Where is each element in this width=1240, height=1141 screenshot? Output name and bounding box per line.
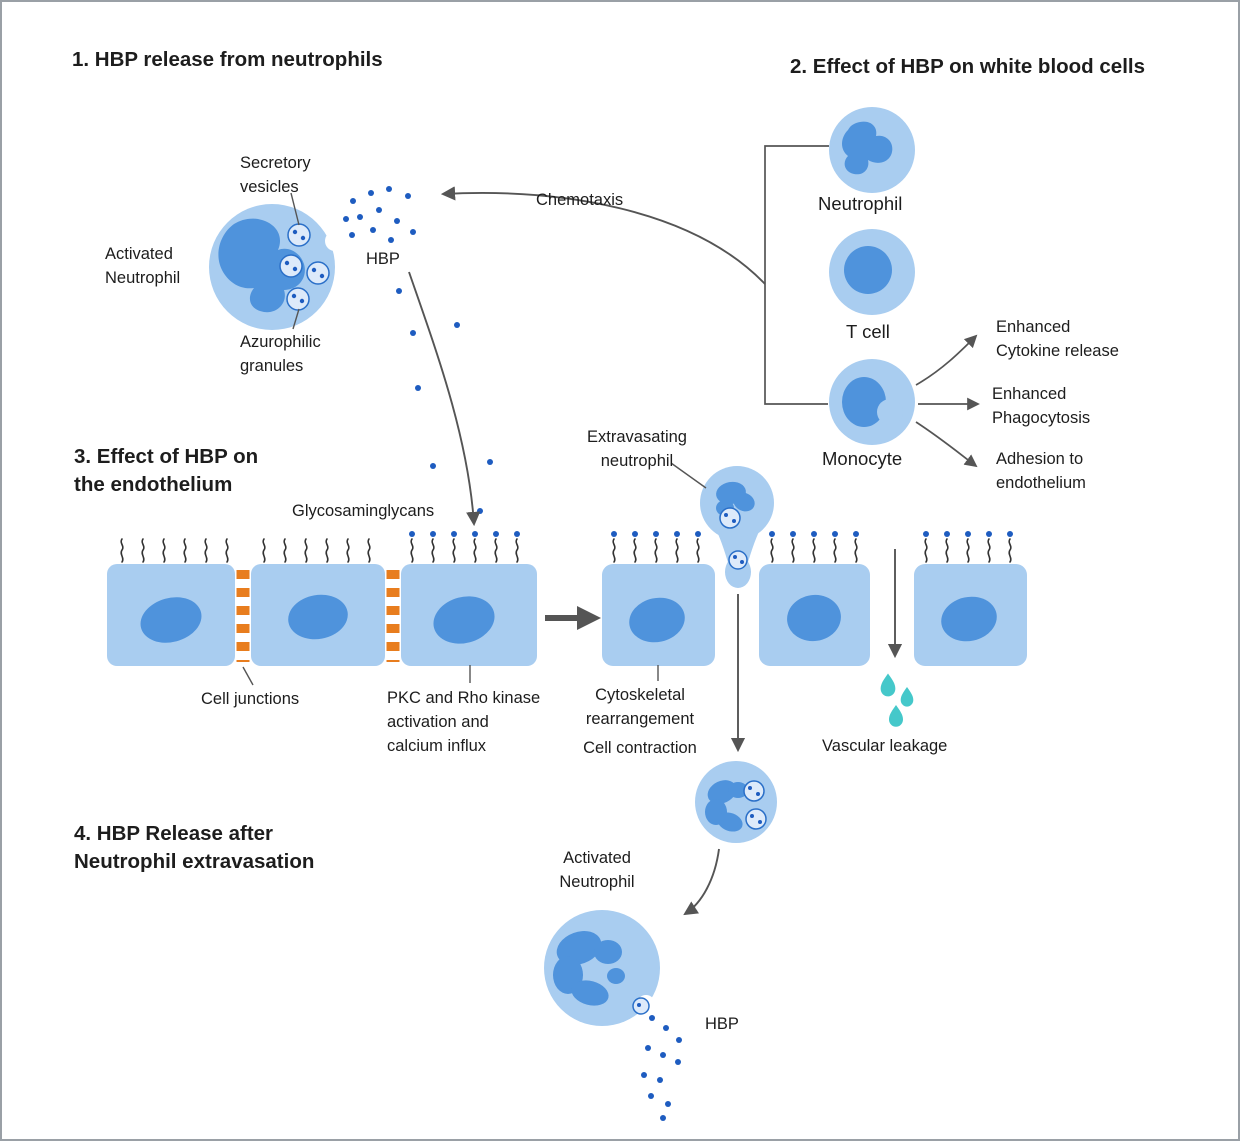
section4-extravasated-neutrophil xyxy=(695,761,777,843)
hbp-dots-bottom xyxy=(641,1015,682,1121)
label-adhesion-to-endothelium: Adhesion to endothelium xyxy=(996,450,1086,492)
label-secretory-vesicles: Secretory vesicles xyxy=(240,154,311,196)
hbp-bound-to-glycans xyxy=(409,531,1013,537)
label-extravasating-neutrophil: Extravasating neutrophil xyxy=(587,428,687,470)
monocyte-effect-arrows xyxy=(915,334,980,468)
label-activated-neutrophil-bottom: Activated Neutrophil xyxy=(559,849,635,891)
label-cytoskeletal-rearrangement: Cytoskeletal rearrangement xyxy=(585,686,695,728)
label-monocyte: Monocyte xyxy=(822,448,903,469)
glycans xyxy=(120,538,1012,563)
endothelium-right-group xyxy=(602,564,1027,666)
azurophilic-granule xyxy=(745,808,767,830)
endothelial-nucleus xyxy=(140,597,202,643)
vascular-leakage-droplets xyxy=(880,673,914,727)
endothelial-nucleus xyxy=(288,594,348,640)
droplet-icon xyxy=(889,705,903,727)
section4-title: 4. HBP Release after Neutrophil extravas… xyxy=(74,822,315,873)
section1-activated-neutrophil-cell xyxy=(209,204,345,330)
section3-title: 3. Effect of HBP on the endothelium xyxy=(74,445,259,496)
hbp-dots-released xyxy=(343,186,416,243)
label-activated-neutrophil-top: Activated Neutrophil xyxy=(105,245,181,287)
monocyte-cell xyxy=(829,359,915,445)
label-cell-contraction: Cell contraction xyxy=(583,739,697,757)
label-glycosaminglycans: Glycosaminglycans xyxy=(292,502,435,520)
chemotaxis-arrow xyxy=(440,186,766,285)
label-t-cell: T cell xyxy=(846,321,890,342)
neutrophil-nucleus xyxy=(705,780,748,832)
endothelial-nucleus xyxy=(941,596,997,642)
secretory-vesicle xyxy=(287,223,311,247)
droplet-icon xyxy=(880,673,896,697)
label-vascular-leakage: Vascular leakage xyxy=(822,737,948,755)
label-enhanced-phagocytosis: Enhanced Phagocytosis xyxy=(992,385,1091,427)
secretory-vesicle xyxy=(632,997,650,1015)
transition-arrow xyxy=(545,606,601,630)
label-cell-junctions: Cell junctions xyxy=(201,690,300,708)
arrow-cytokine xyxy=(915,334,978,386)
section2-title: 2. Effect of HBP on white blood cells xyxy=(790,55,1145,78)
azurophilic-granule xyxy=(286,287,310,311)
label-hbp-top: HBP xyxy=(366,250,400,268)
label-hbp-bottom: HBP xyxy=(705,1015,739,1033)
droplet-icon xyxy=(900,687,914,707)
neutrophil-cell xyxy=(829,107,915,193)
monocyte-nucleus xyxy=(842,377,886,427)
t-cell xyxy=(829,229,915,315)
label-azurophilic-granules: Azurophilic granules xyxy=(240,333,321,375)
hbp-dots-trail xyxy=(396,288,493,514)
endothelial-nucleus xyxy=(433,596,495,644)
hbp-to-endothelium-arrow xyxy=(408,271,481,527)
label-pkc-rho: PKC and Rho kinase activation and calciu… xyxy=(387,689,541,755)
endothelial-nucleus xyxy=(787,594,841,642)
neutrophil-nucleus xyxy=(716,481,755,516)
endothelium-left-group xyxy=(107,564,537,666)
section1-title: 1. HBP release from neutrophils xyxy=(72,48,383,71)
neutrophil-nucleus xyxy=(842,121,893,175)
membrane-notch xyxy=(325,231,345,251)
t-cell-nucleus xyxy=(844,246,892,294)
extravasating-neutrophil-cell xyxy=(700,466,774,588)
neutrophil-nucleus xyxy=(218,218,305,313)
monocyte-nucleus-indent xyxy=(877,399,903,425)
neutrophil-nucleus xyxy=(553,931,625,1006)
azurophilic-granule xyxy=(719,507,741,529)
label-neutrophil: Neutrophil xyxy=(818,193,903,214)
azurophilic-granule xyxy=(279,254,303,278)
section4-activated-neutrophil-cell xyxy=(544,910,660,1026)
azurophilic-granule xyxy=(728,550,748,570)
section4-activation-arrow xyxy=(683,848,720,916)
label-chemotaxis: Chemotaxis xyxy=(536,191,624,209)
wbc-bracket xyxy=(764,145,829,405)
label-enhanced-cytokine-release: Enhanced Cytokine release xyxy=(996,318,1119,360)
azurophilic-granule xyxy=(306,261,330,285)
arrow-adhesion xyxy=(915,421,978,468)
azurophilic-granule xyxy=(743,780,765,802)
endothelial-nucleus xyxy=(629,597,685,643)
label-connectors xyxy=(242,192,707,686)
